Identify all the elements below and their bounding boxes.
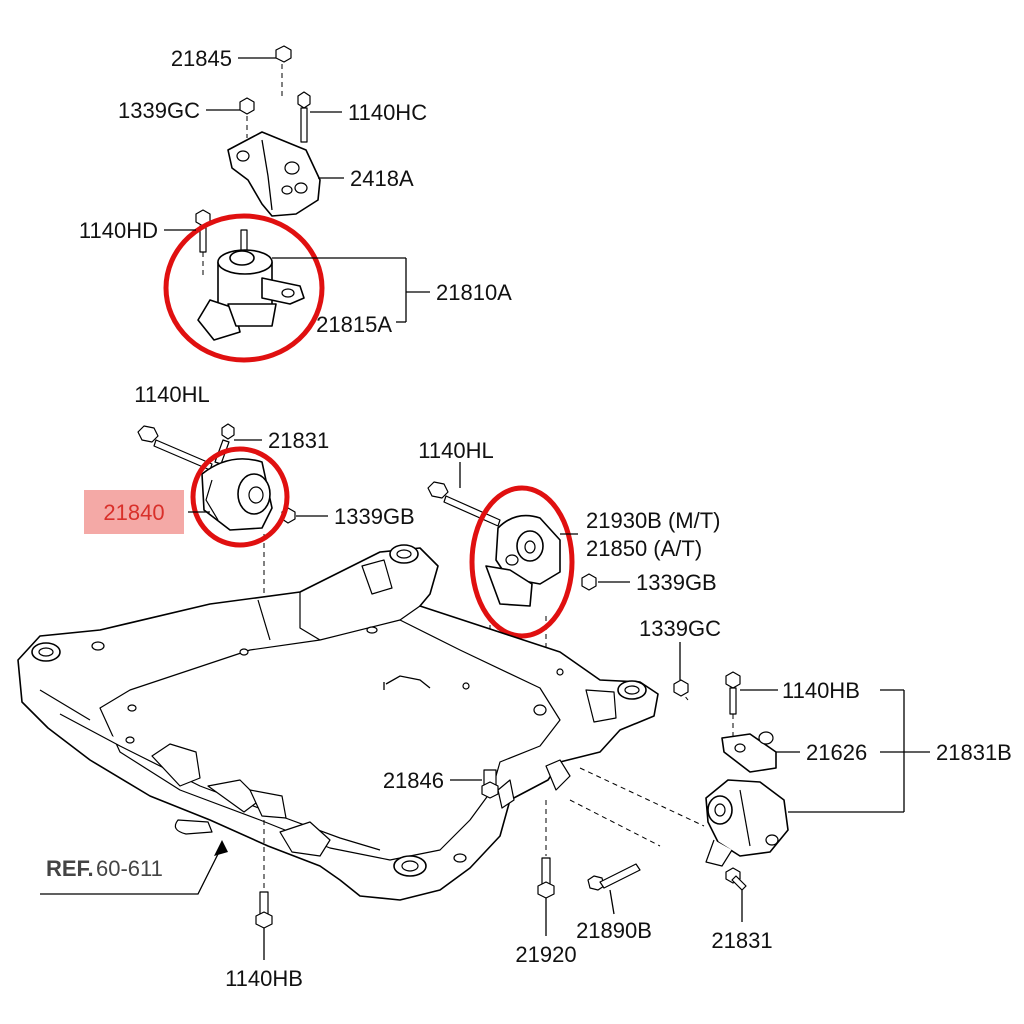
label-1140hl-right: 1140HL xyxy=(418,438,493,463)
label-2418a: 2418A xyxy=(350,166,414,191)
mount-21810a xyxy=(197,229,305,341)
subframe-crossmember xyxy=(17,544,659,901)
leader-lines xyxy=(40,57,930,960)
label-21626: 21626 xyxy=(806,740,867,765)
nut-1339gb-right xyxy=(581,573,597,591)
bolt-21831-top xyxy=(214,423,235,465)
label-1140hb-bottom: 1140HB xyxy=(225,966,303,991)
label-21840: 21840 xyxy=(103,500,164,525)
highlight-box-21840 xyxy=(84,490,184,534)
highlight-circle-21810a xyxy=(163,213,325,363)
bolt-1140hb-bottom xyxy=(255,820,273,929)
left-mount-assembly xyxy=(137,423,296,800)
nut-1339gc-top xyxy=(239,97,255,138)
label-1339gc-top: 1339GC xyxy=(118,98,200,123)
bolt-21890b xyxy=(587,863,641,891)
label-21890b: 21890B xyxy=(576,918,652,943)
bolt-1140hl-right xyxy=(427,481,501,527)
label-21920: 21920 xyxy=(515,942,576,967)
label-21831-top: 21831 xyxy=(268,428,329,453)
bracket-2418a xyxy=(227,131,321,217)
label-1339gc-right: 1339GC xyxy=(639,616,721,641)
label-21831b: 21831B xyxy=(936,740,1012,765)
label-21845: 21845 xyxy=(171,46,232,71)
mount-21930b xyxy=(485,514,561,607)
bolt-21846 xyxy=(481,769,499,799)
label-21846: 21846 xyxy=(383,768,444,793)
bolt-1140hc xyxy=(297,91,311,143)
bracket-21831b-assembly xyxy=(569,671,789,891)
bolt-21920 xyxy=(537,800,555,899)
label-21810a: 21810A xyxy=(436,280,512,305)
bolt-21831-bottom xyxy=(725,867,747,891)
highlight-circle-21840 xyxy=(190,446,290,548)
nut-21845 xyxy=(275,45,292,98)
label-21815a: 21815A xyxy=(316,312,392,337)
part-labels: 21845 1339GC 1140HC 2418A 1140HD 21810A … xyxy=(46,46,1012,991)
mount-21831b xyxy=(705,779,789,867)
highlight-circle-21930b xyxy=(469,485,575,639)
label-1339gb-left: 1339GB xyxy=(334,504,415,529)
bolt-1140hd xyxy=(195,209,211,278)
right-mount-assembly xyxy=(427,481,597,710)
mount-21840 xyxy=(201,458,273,531)
label-21850: 21850 (A/T) xyxy=(586,536,702,561)
label-1140hd: 1140HD xyxy=(79,218,158,243)
engine-mount-assembly xyxy=(163,45,325,363)
bracket-21626 xyxy=(721,731,777,773)
label-1339gb-right: 1339GB xyxy=(636,570,717,595)
label-ref-prefix: REF. xyxy=(46,856,94,881)
bolt-1140hb-right xyxy=(725,671,741,740)
label-ref-number: 60-611 xyxy=(96,856,163,881)
label-1140hb-right: 1140HB xyxy=(782,678,860,703)
label-21930b: 21930B (M/T) xyxy=(586,508,721,533)
label-1140hc: 1140HC xyxy=(348,100,427,125)
bolt-1140hl-left xyxy=(137,425,213,471)
label-21831-bottom: 21831 xyxy=(711,928,772,953)
label-1140hl-left: 1140HL xyxy=(134,382,209,407)
